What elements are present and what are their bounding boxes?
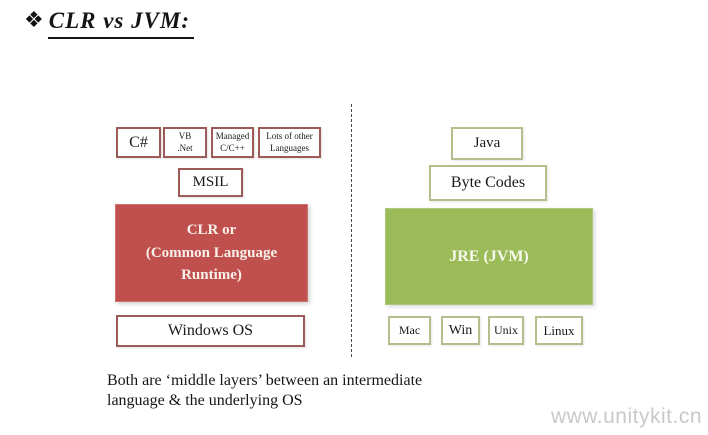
msil-box: MSIL (178, 168, 243, 197)
watermark-text: www.unitykit.cn (550, 405, 702, 428)
lang-box-other-languages: Lots of other Languages (258, 127, 321, 158)
page-title: CLR vs JVM: (47, 8, 195, 39)
dashed-divider (351, 104, 352, 357)
diamond-bullet-icon: ❖ (24, 8, 44, 33)
lang-box-vbnet: VB .Net (163, 127, 207, 158)
caption-text: Both are ‘middle layers’ between an inte… (107, 372, 423, 410)
os-box-unix: Unix (488, 316, 524, 345)
lang-box-managed-cpp: Managed C/C++ (211, 127, 254, 158)
os-box-linux: Linux (535, 316, 583, 345)
os-box-win: Win (441, 316, 480, 345)
java-box: Java (451, 127, 523, 160)
byte-codes-box: Byte Codes (429, 165, 547, 201)
os-box-mac: Mac (388, 316, 431, 345)
title-row: ❖CLR vs JVM: (24, 8, 195, 39)
lang-box-csharp: C# (116, 127, 161, 158)
clr-runtime-box: CLR or (Common Language Runtime) (115, 204, 308, 302)
windows-os-box: Windows OS (116, 315, 305, 347)
jre-jvm-box: JRE (JVM) (385, 208, 593, 305)
